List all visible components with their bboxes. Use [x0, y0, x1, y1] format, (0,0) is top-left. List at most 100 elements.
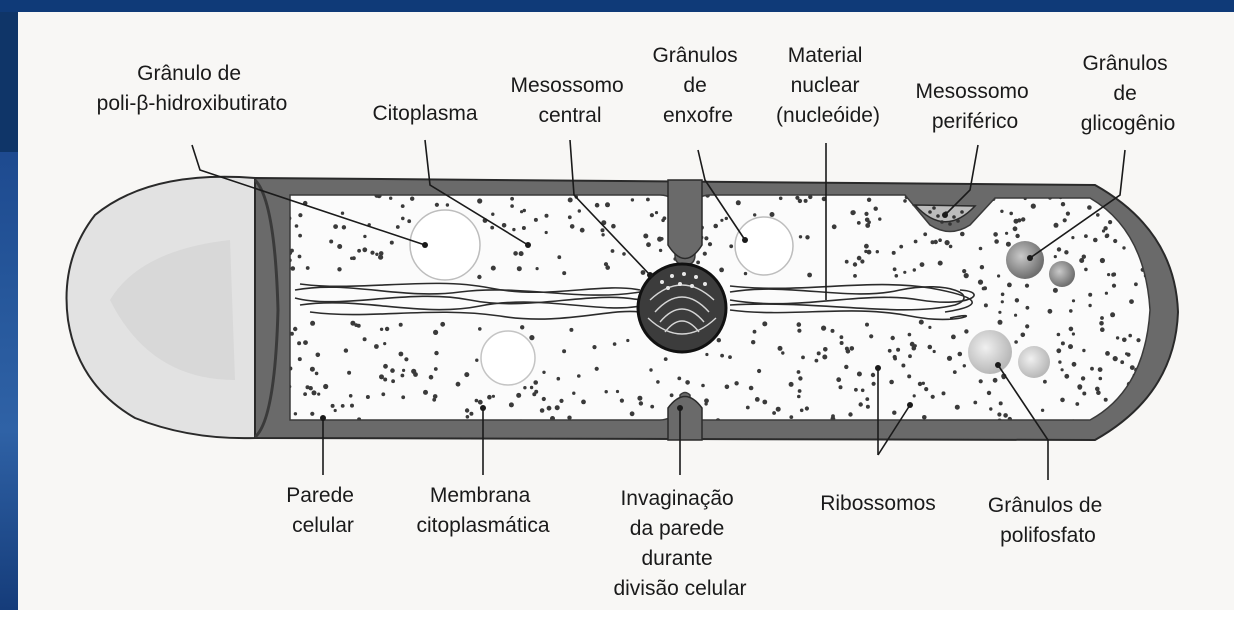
ribosome-dot — [755, 397, 760, 402]
ribosome-dot — [568, 215, 572, 219]
ribosome-dot — [1099, 321, 1104, 326]
ribosome-dot — [751, 340, 755, 344]
ribosome-dot — [540, 408, 545, 413]
ribosome-dot — [865, 397, 869, 401]
label-cytoplasm: Citoplasma — [372, 102, 477, 125]
ribosome-dot — [310, 412, 314, 416]
ribosome-dot — [1026, 306, 1030, 310]
ribosome-dot — [670, 393, 674, 397]
ribosome-dot — [798, 389, 802, 393]
ribosome-dot — [1056, 348, 1061, 353]
ribosome-dot — [375, 253, 378, 256]
ribosome-dot — [1110, 312, 1115, 317]
ribosome-dot — [1072, 299, 1075, 302]
ribosome-dot — [1143, 413, 1148, 418]
ribosome-dot — [1095, 387, 1100, 392]
ribosome-dot — [557, 377, 561, 381]
label-line: polifosfato — [1000, 524, 1096, 547]
ribosome-dot — [804, 199, 808, 203]
ribosome-dot — [772, 411, 776, 415]
ribosome-dot — [762, 400, 767, 405]
ribosome-dot — [605, 265, 610, 270]
ribosome-dot — [423, 390, 428, 395]
ribosome-dot — [1087, 205, 1092, 210]
ribosome-dot — [519, 251, 524, 256]
ribosome-dot — [342, 225, 346, 229]
ribosome-dot — [580, 228, 585, 233]
ribosome-dot — [861, 389, 865, 393]
ribosome-dot — [789, 415, 793, 419]
label-line: durante — [641, 547, 712, 570]
ribosome-dot — [1129, 299, 1134, 304]
ribosome-dot — [851, 210, 855, 214]
ribosome-dot — [1014, 219, 1019, 224]
ribosome-dot — [914, 240, 918, 244]
ribosome-dot — [951, 335, 956, 340]
ribosome-dot — [729, 244, 733, 248]
ribosome-dot — [865, 323, 869, 327]
ribosome-dot — [1066, 212, 1070, 216]
ribosome-dot — [357, 249, 361, 253]
ribosome-dot — [478, 327, 482, 331]
ribosome-dot — [664, 357, 668, 361]
ribosome-dot — [530, 386, 533, 389]
ribosome-dot — [568, 198, 573, 203]
ribosome-dot — [1054, 223, 1059, 228]
ribosome-dot — [717, 338, 721, 342]
ribosome-dot — [509, 402, 514, 407]
ribosome-dot — [350, 321, 355, 326]
ribosome-dot — [964, 273, 969, 278]
ribosome-dot — [892, 251, 896, 255]
ribosome-dot — [1088, 293, 1092, 297]
ribosome-dot — [601, 228, 605, 232]
ribosome-dot — [517, 266, 522, 271]
ribosome-dot — [491, 266, 496, 271]
ribosome-dot — [1113, 239, 1117, 243]
ribosome-dot — [562, 349, 566, 353]
ribosome-dot — [931, 240, 935, 244]
ribosome-dot — [401, 374, 405, 378]
ribosome-dot — [1081, 376, 1085, 380]
ribosome-dot — [366, 395, 370, 399]
ribosome-dot — [998, 311, 1001, 314]
ribosome-dot — [631, 198, 634, 201]
ribosome-dot — [997, 412, 1001, 416]
ribosome-dot — [601, 233, 604, 236]
ribosome-dot — [1061, 341, 1065, 345]
ribosome-dot — [570, 224, 575, 229]
ribosome-dot — [840, 335, 844, 339]
ribosome-dot — [869, 334, 873, 338]
wall-invagination-top — [668, 180, 702, 259]
ribosome-dot — [1105, 351, 1110, 356]
ribosome-dot — [1031, 204, 1036, 209]
ribosome-dot — [933, 350, 936, 353]
ribosome-dot — [799, 235, 802, 238]
ribosome-dot — [1112, 284, 1116, 288]
ribosome-dot — [657, 237, 662, 242]
ribosome-dot — [478, 400, 483, 405]
ribosome-dot — [477, 198, 482, 203]
ribosome-dot — [704, 398, 709, 403]
label-line: Membrana — [430, 484, 531, 507]
ribosome-dot — [298, 234, 302, 238]
ribosome-dot — [475, 359, 478, 362]
ribosome-dot — [901, 364, 905, 368]
ribosome-dot — [290, 249, 294, 253]
ribosome-dot — [383, 364, 388, 369]
poly-hydroxybutyrate-granule — [410, 210, 480, 280]
ribosome-dot — [876, 250, 879, 253]
ribosome-dot — [844, 365, 848, 369]
ribosome-dot — [1069, 309, 1073, 313]
ribosome-dot — [1103, 226, 1107, 230]
ribosome-dot — [805, 235, 809, 239]
ribosome-dot — [736, 200, 741, 205]
ribosome-dot — [407, 219, 411, 223]
ribosome-dot — [762, 321, 767, 326]
ribosome-dot — [611, 224, 616, 229]
ribosome-dot — [611, 249, 615, 253]
ribosome-dot — [298, 213, 302, 217]
ribosome-dot — [464, 372, 469, 377]
ribosome-dot — [1021, 333, 1026, 338]
ribosome-dot — [848, 412, 852, 416]
ribosome-dot — [291, 266, 296, 271]
